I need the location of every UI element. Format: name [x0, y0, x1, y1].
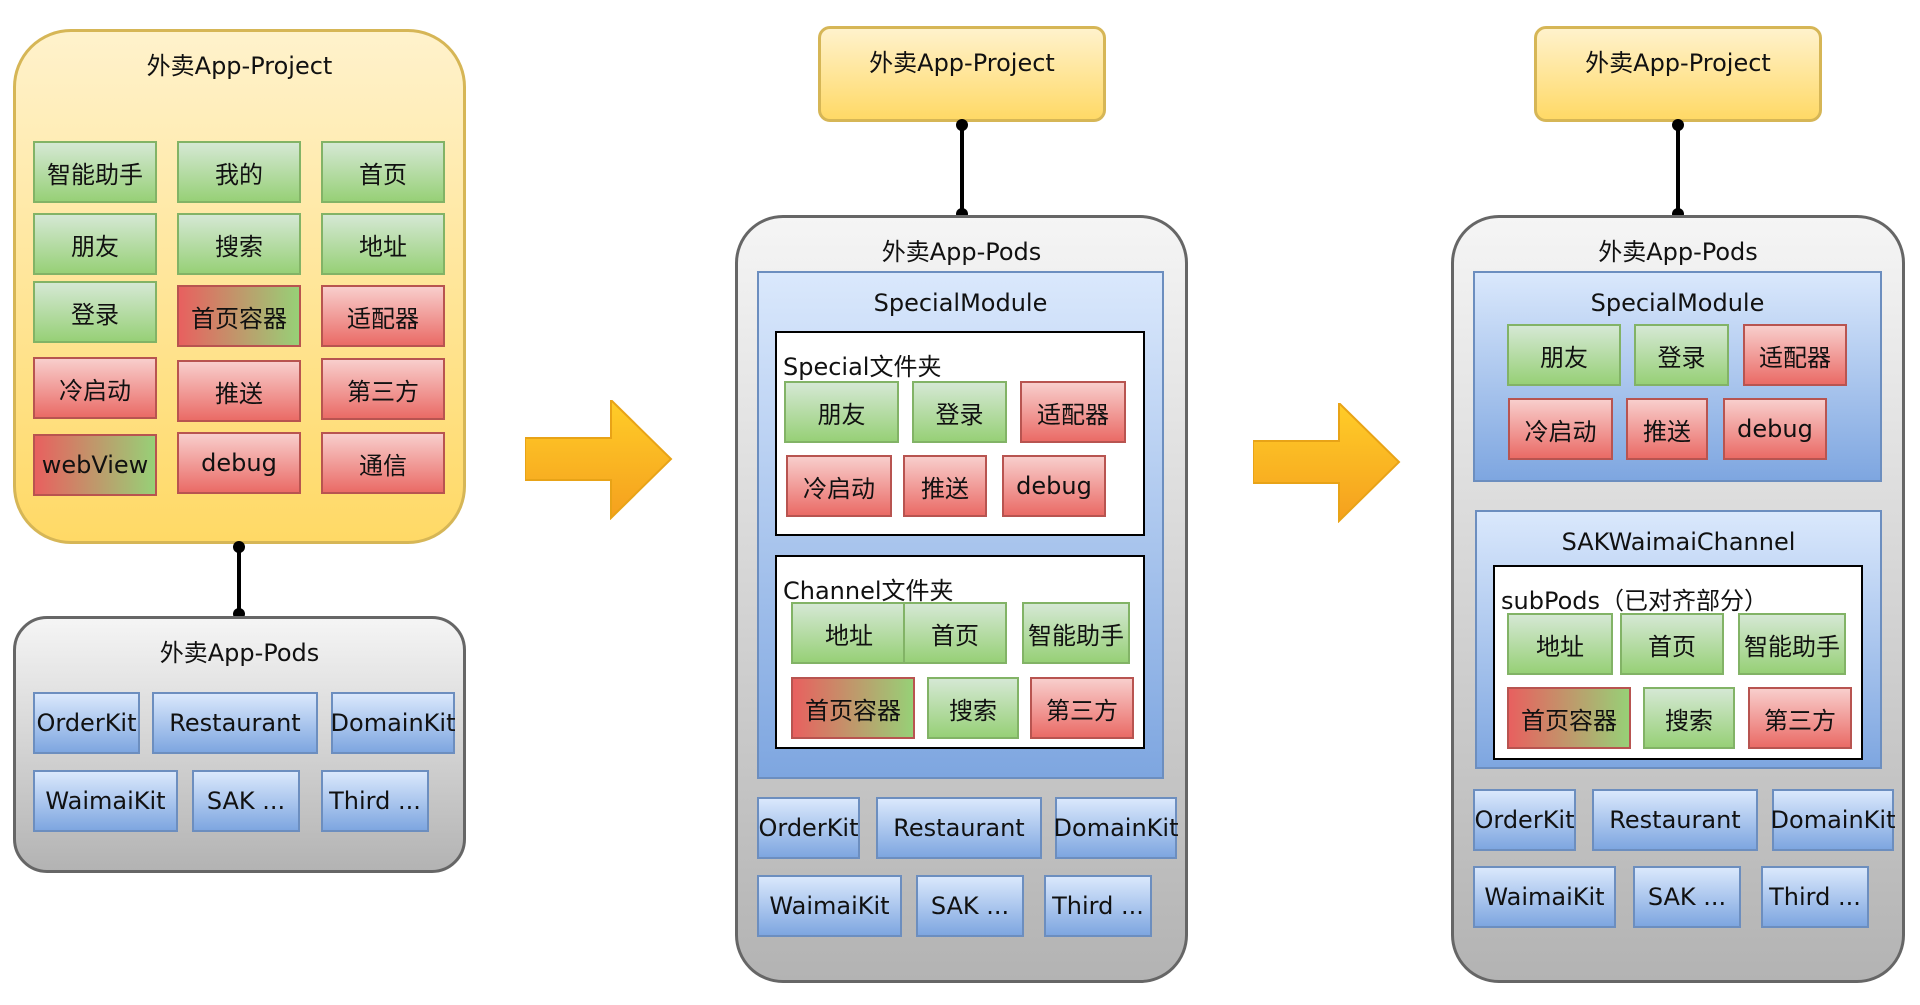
- d2-module-login: 登录: [912, 381, 1007, 443]
- d2-module-address: 地址: [791, 602, 907, 664]
- d2-module-cold-start: 冷启动: [786, 455, 892, 517]
- d1-connector: [237, 546, 241, 614]
- arrow-right-icon: [1253, 403, 1401, 523]
- d2-module-push: 推送: [903, 455, 987, 517]
- d2-channel-folder-title: Channel文件夹: [783, 577, 954, 605]
- d3-module-home: 首页: [1620, 613, 1724, 675]
- d3-module-cold-start: 冷启动: [1508, 398, 1613, 460]
- d3-pod-third: Third ...: [1761, 866, 1869, 928]
- d3-module-login: 登录: [1634, 324, 1729, 386]
- d1-pod-restaurant: Restaurant: [152, 692, 318, 754]
- d2-connector: [960, 124, 964, 214]
- d3-module-debug: debug: [1723, 398, 1827, 460]
- d1-module-third-party: 第三方: [321, 358, 445, 420]
- d1-module-home: 首页: [321, 141, 445, 203]
- d2-module-third-party: 第三方: [1030, 677, 1134, 739]
- d2-special-folder-title: Special文件夹: [783, 353, 942, 381]
- d3-module-smart-assistant: 智能助手: [1738, 613, 1846, 675]
- d2-pods-title: 外卖App-Pods: [881, 238, 1042, 266]
- d3-module-home-container: 首页容器: [1507, 687, 1631, 749]
- d3-pod-orderkit: OrderKit: [1473, 789, 1576, 851]
- d2-pod-domainkit: DomainKit: [1054, 797, 1178, 859]
- d2-module-home: 首页: [903, 602, 1007, 664]
- d2-module-search: 搜索: [927, 677, 1019, 739]
- d1-module-debug: debug: [177, 432, 301, 494]
- d2-project-box: 外卖App-Project: [818, 26, 1106, 122]
- d3-pod-domainkit: DomainKit: [1771, 789, 1895, 851]
- d2-pod-third: Third ...: [1044, 875, 1152, 937]
- arrow-right-icon: [525, 400, 673, 520]
- d3-module-adapter: 适配器: [1743, 324, 1847, 386]
- d1-project-title: 外卖App-Project: [146, 52, 333, 80]
- d3-special-module-title: SpecialModule: [1590, 289, 1765, 317]
- d3-pod-sak: SAK ...: [1633, 866, 1741, 928]
- d1-pod-waimaikit: WaimaiKit: [33, 770, 178, 832]
- d3-project-box: 外卖App-Project: [1534, 26, 1822, 122]
- d3-module-address: 地址: [1507, 613, 1613, 675]
- d1-pod-sak: SAK ...: [192, 770, 300, 832]
- d1-module-smart-assistant: 智能助手: [33, 141, 157, 203]
- d1-pod-third: Third ...: [321, 770, 429, 832]
- d1-module-friends: 朋友: [33, 213, 157, 275]
- d2-module-smart-assistant: 智能助手: [1022, 602, 1130, 664]
- d1-module-home-container: 首页容器: [177, 285, 301, 347]
- d1-module-communication: 通信: [321, 432, 445, 494]
- d1-pods-title: 外卖App-Pods: [159, 639, 320, 667]
- d3-pod-restaurant: Restaurant: [1592, 789, 1758, 851]
- d2-module-home-container: 首页容器: [791, 677, 915, 739]
- d1-module-adapter: 适配器: [321, 285, 445, 347]
- d2-pod-restaurant: Restaurant: [876, 797, 1042, 859]
- d2-module-friends: 朋友: [784, 381, 899, 443]
- d2-pod-orderkit: OrderKit: [757, 797, 860, 859]
- d3-module-friends: 朋友: [1507, 324, 1621, 386]
- d3-project-title: 外卖App-Project: [1585, 49, 1771, 77]
- d1-pod-orderkit: OrderKit: [33, 692, 140, 754]
- d3-module-third-party: 第三方: [1748, 687, 1852, 749]
- d3-connector-dot-top: [1672, 119, 1684, 131]
- d3-pod-waimaikit: WaimaiKit: [1473, 866, 1616, 928]
- d1-module-search: 搜索: [177, 213, 301, 275]
- d1-module-push: 推送: [177, 360, 301, 422]
- d2-module-adapter: 适配器: [1020, 381, 1126, 443]
- d1-module-address: 地址: [321, 213, 445, 275]
- d3-subpods-title: subPods（已对齐部分）: [1501, 587, 1768, 615]
- d3-pods-title: 外卖App-Pods: [1598, 238, 1758, 266]
- d1-module-cold-start: 冷启动: [33, 357, 157, 419]
- d3-connector: [1676, 124, 1680, 214]
- d1-connector-dot-top: [233, 541, 245, 553]
- d1-module-mine: 我的: [177, 141, 301, 203]
- d2-project-title: 外卖App-Project: [869, 49, 1055, 77]
- d2-special-module-title: SpecialModule: [873, 289, 1048, 317]
- d2-pod-sak: SAK ...: [916, 875, 1024, 937]
- d2-module-debug: debug: [1002, 455, 1106, 517]
- d3-channel-module-title: SAKWaimaiChannel: [1561, 528, 1796, 556]
- d3-module-search: 搜索: [1643, 687, 1735, 749]
- d1-module-login: 登录: [33, 281, 157, 343]
- d1-module-webview: webView: [33, 434, 157, 496]
- d2-connector-dot-top: [956, 119, 968, 131]
- d1-pod-domainkit: DomainKit: [331, 692, 455, 754]
- d3-module-push: 推送: [1626, 398, 1708, 460]
- d2-pod-waimaikit: WaimaiKit: [757, 875, 902, 937]
